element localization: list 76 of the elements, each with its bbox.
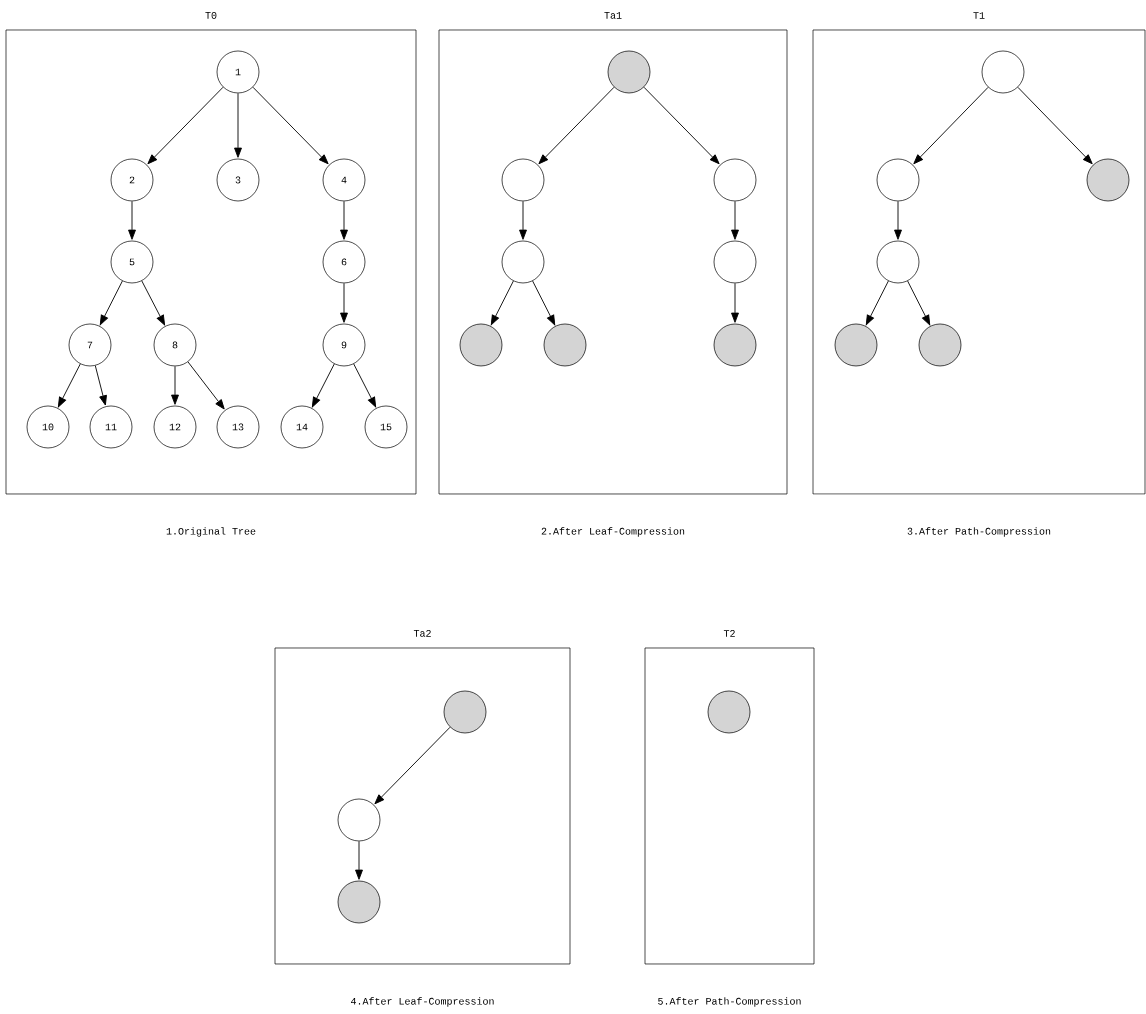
tree-frame [5,29,417,495]
tree-frame [438,29,788,495]
tree-node: 11 [89,405,133,449]
tree-node [501,240,545,284]
tree-node: 4 [322,158,366,202]
node-label: 1.Original Tree [166,527,256,537]
tree-node: 8 [153,323,197,367]
arrow [913,86,989,165]
shaded-circle [607,50,651,94]
arrow [1017,86,1093,165]
arrow [147,86,224,165]
arrow [355,840,363,880]
shaded-circle [713,323,757,367]
tree-node: 5 [110,240,154,284]
arrow [731,282,739,323]
tree-node: 1 [216,50,260,94]
arrow [490,280,514,326]
arrow [94,365,107,406]
tree-frame [812,29,1146,495]
shaded-circle [443,690,487,734]
shaded-circle [834,323,878,367]
shaded-circle [707,690,751,734]
tree-node: 14 [280,405,324,449]
tree-node: 15 [364,405,408,449]
tree-node: 13 [216,405,260,449]
tree-frame [644,647,815,965]
tree-node: 10 [26,405,70,449]
frame-title: T1 [973,12,985,19]
frame-title: T2 [723,630,735,637]
tree-node [876,240,920,284]
shaded-circle [1086,158,1130,202]
arrow [731,200,739,240]
tree-node [337,798,381,842]
shaded-circle [459,323,503,367]
tree-frame [274,647,571,965]
arrow [538,86,615,165]
frame-title: Ta1 [604,12,622,19]
tree-node: 9 [322,323,366,367]
arrow [894,200,902,240]
node-label: 2.After Leaf-Compression [541,527,685,537]
arrow [643,86,720,165]
tree-node [713,240,757,284]
tree-node [713,158,757,202]
shaded-circle [543,323,587,367]
arrow [519,200,527,240]
shaded-circle [337,880,381,924]
arrow [374,726,451,805]
tree-node [876,158,920,202]
shaded-circle [918,323,962,367]
arrow [340,200,348,240]
node-label: 4.After Leaf-Compression [351,997,494,1007]
arrow [234,92,242,158]
arrow [353,363,377,408]
tree-node: 2 [110,158,154,202]
arrow [252,86,329,165]
tree-node [981,50,1025,94]
arrow [907,280,931,326]
arrow [171,365,179,405]
tree-node: 7 [68,323,112,367]
node-label: 3.After Path-Compression [907,527,1051,537]
tree-node: 3 [216,158,260,202]
arrow [57,363,81,408]
arrow [99,280,123,326]
frame-title: Ta2 [413,630,431,637]
arrow [141,280,166,326]
arrow [311,363,335,408]
frame-title: T0 [205,12,217,19]
arrow [865,280,889,326]
node-label: 5.After Path-Compression [658,997,801,1007]
tree-node: 12 [153,405,197,449]
tree-node [501,158,545,202]
tree-node: 6 [322,240,366,284]
arrow [187,361,225,410]
arrow [128,200,136,240]
arrow [532,280,556,326]
arrow [340,282,348,323]
